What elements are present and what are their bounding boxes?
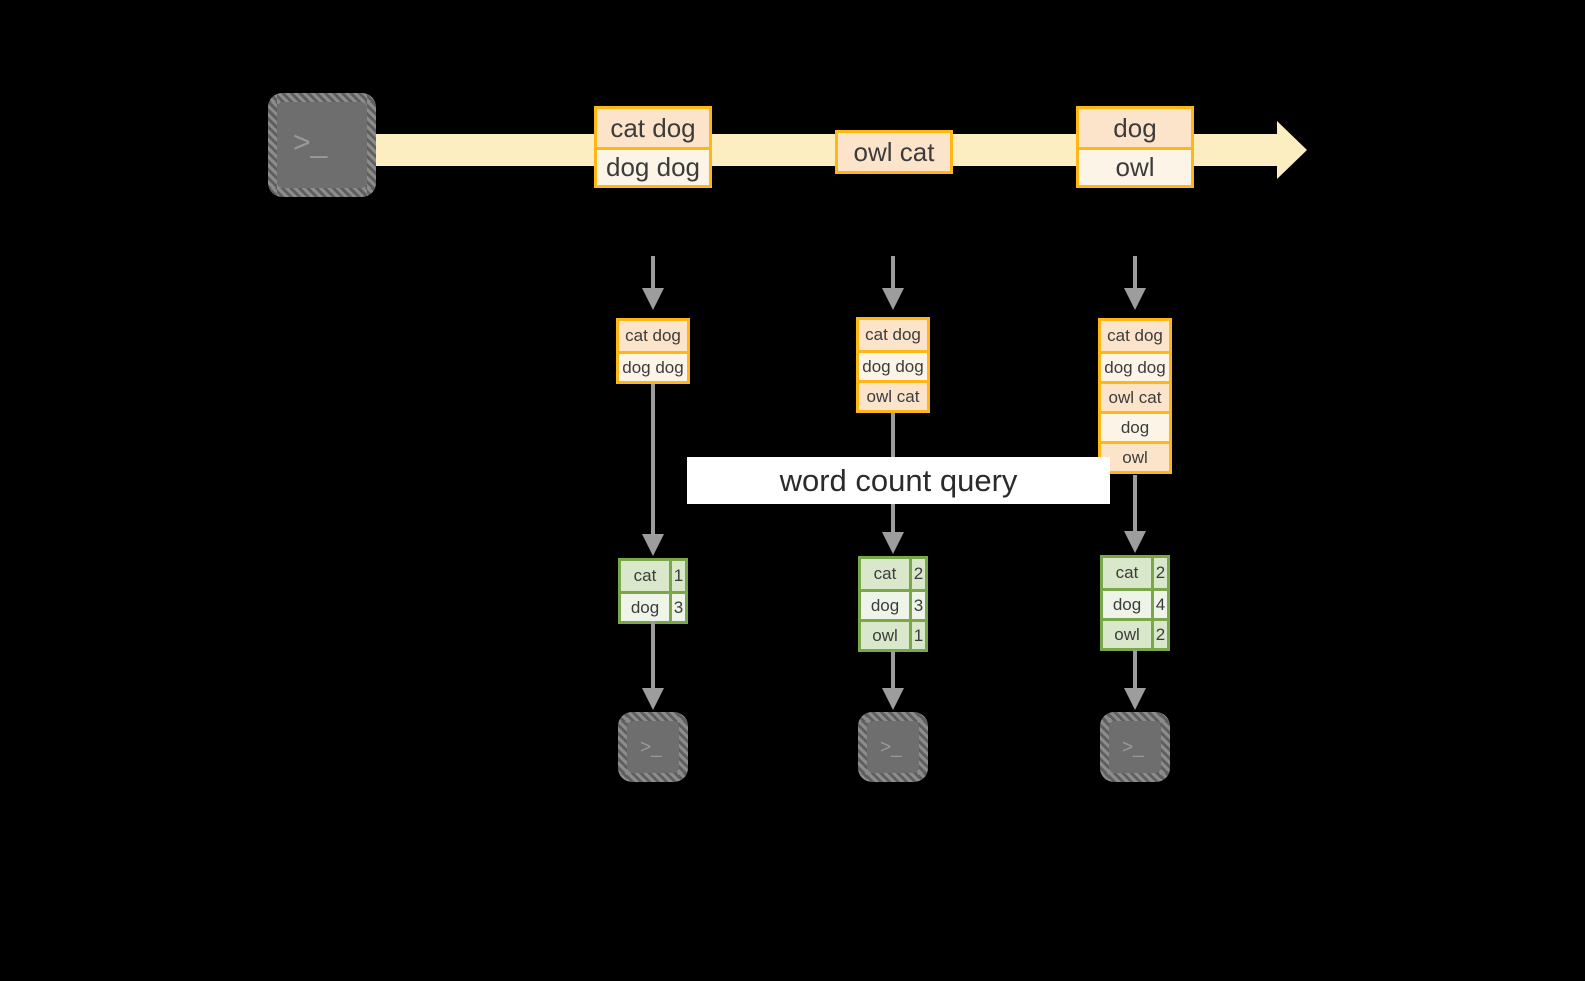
snapshot-tap-line — [651, 256, 655, 290]
snapshot-3-accumulated-box[interactable]: cat dog dog dog owl cat dog owl — [1098, 318, 1172, 474]
table-cell-word: dog — [1103, 591, 1151, 618]
snapshot-1-sink-line — [651, 621, 655, 691]
table-cell-word: cat — [1103, 558, 1151, 588]
stream-message: dog — [1079, 109, 1191, 147]
accumulated-message: dog dog — [859, 350, 927, 380]
query-label: word count query — [687, 457, 1110, 504]
table-cell-count: 1 — [669, 561, 685, 591]
snapshot-3-sink-terminal-icon[interactable]: >_ — [1100, 712, 1170, 782]
table-row: owl 1 — [861, 619, 925, 649]
terminal-prompt-label: >_ — [880, 737, 902, 758]
terminal-prompt-label: >_ — [640, 737, 662, 758]
terminal-screen — [627, 721, 679, 773]
snapshot-2-accumulated-box[interactable]: cat dog dog dog owl cat — [856, 317, 930, 413]
snapshot-1-sink-terminal-icon[interactable]: >_ — [618, 712, 688, 782]
snapshot-2-sink-line — [891, 651, 895, 691]
snapshot-tap-arrow-head-icon — [882, 288, 904, 310]
table-row: owl 2 — [1103, 618, 1167, 648]
snapshot-tap-line — [1133, 256, 1137, 290]
accumulated-message: dog — [1101, 411, 1169, 441]
stream-message-group-2[interactable]: owl cat — [835, 130, 953, 174]
snapshot-1-sink-arrow-head-icon — [642, 688, 664, 710]
table-cell-count: 2 — [1151, 621, 1167, 648]
terminal-screen — [1109, 721, 1161, 773]
snapshot-1-result-table[interactable]: cat 1 dog 3 — [618, 558, 688, 624]
snapshot-tap-line — [891, 256, 895, 290]
stream-message: dog dog — [597, 147, 709, 185]
table-cell-count: 2 — [1151, 558, 1167, 588]
table-cell-count: 3 — [909, 592, 925, 619]
stream-message-group-1[interactable]: cat dog dog dog — [594, 106, 712, 188]
accumulated-message: owl cat — [1101, 381, 1169, 411]
snapshot-3-sink-line — [1133, 650, 1137, 691]
snapshot-2-query-arrow-head-icon — [882, 532, 904, 554]
table-cell-word: cat — [861, 559, 909, 589]
snapshot-2-sink-arrow-head-icon — [882, 688, 904, 710]
table-cell-word: owl — [861, 622, 909, 649]
stream-message-group-3[interactable]: dog owl — [1076, 106, 1194, 188]
terminal-screen — [277, 102, 367, 188]
table-cell-count: 2 — [909, 559, 925, 589]
snapshot-3-result-table[interactable]: cat 2 dog 4 owl 2 — [1100, 555, 1170, 651]
terminal-prompt-label: >_ — [293, 126, 328, 159]
table-row: dog 3 — [861, 589, 925, 619]
table-row: cat 2 — [1103, 558, 1167, 588]
source-terminal-icon[interactable]: >_ — [268, 93, 376, 197]
snapshot-2-result-table[interactable]: cat 2 dog 3 owl 1 — [858, 556, 928, 652]
accumulated-message: dog dog — [1101, 351, 1169, 381]
table-cell-count: 4 — [1151, 591, 1167, 618]
accumulated-message: owl — [1101, 441, 1169, 471]
snapshot-tap-arrow-head-icon — [1124, 288, 1146, 310]
stream-message: cat dog — [597, 109, 709, 147]
snapshot-1-accumulated-box[interactable]: cat dog dog dog — [616, 318, 690, 384]
accumulated-message: cat dog — [859, 320, 927, 350]
table-cell-word: owl — [1103, 621, 1151, 648]
snapshot-3-query-line — [1133, 475, 1137, 537]
snapshot-3-query-arrow-head-icon — [1124, 531, 1146, 553]
terminal-prompt-label: >_ — [1122, 737, 1144, 758]
table-cell-word: dog — [621, 594, 669, 621]
snapshot-1-query-arrow-head-icon — [642, 534, 664, 556]
stream-message: owl cat — [838, 133, 950, 171]
snapshot-1-query-line — [651, 384, 655, 539]
table-row: cat 2 — [861, 559, 925, 589]
terminal-screen — [867, 721, 919, 773]
stream-arrow-head-icon — [1277, 121, 1307, 179]
table-row: dog 3 — [621, 591, 685, 621]
table-cell-count: 3 — [669, 594, 685, 621]
table-cell-count: 1 — [909, 622, 925, 649]
snapshot-2-sink-terminal-icon[interactable]: >_ — [858, 712, 928, 782]
table-row: dog 4 — [1103, 588, 1167, 618]
accumulated-message: cat dog — [619, 321, 687, 351]
table-cell-word: cat — [621, 561, 669, 591]
accumulated-message: cat dog — [1101, 321, 1169, 351]
table-row: cat 1 — [621, 561, 685, 591]
stream-message: owl — [1079, 147, 1191, 185]
table-cell-word: dog — [861, 592, 909, 619]
accumulated-message: owl cat — [859, 380, 927, 410]
accumulated-message: dog dog — [619, 351, 687, 381]
snapshot-3-sink-arrow-head-icon — [1124, 688, 1146, 710]
snapshot-tap-arrow-head-icon — [642, 288, 664, 310]
